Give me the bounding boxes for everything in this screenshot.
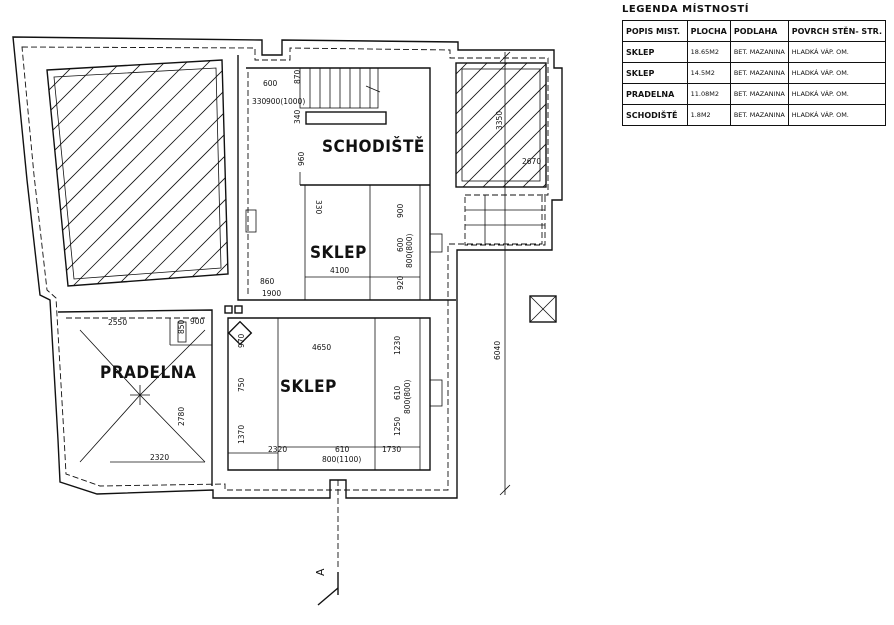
- dimension-label: 970: [237, 333, 246, 348]
- legend-cell-area: 1.8M2: [686, 104, 731, 126]
- dimension-label: 2320: [150, 453, 169, 462]
- dimension-label: 960: [297, 151, 306, 166]
- hatch-line: [47, 60, 129, 286]
- dimension-label: 600: [396, 237, 405, 252]
- dimension-label: 3350: [495, 111, 504, 130]
- hatch-line: [502, 143, 546, 187]
- dimension-label: 6040: [493, 341, 502, 360]
- dimension-label: 610: [393, 385, 402, 400]
- hatch-line: [522, 163, 546, 187]
- hatch-line: [47, 60, 228, 286]
- section-label: A: [314, 568, 327, 576]
- legend-title: LEGENDA MÍSTNOSTÍ: [622, 4, 749, 15]
- dimension-label: 900(1000): [266, 97, 305, 106]
- room-label-schodiste: SCHODIŠTĚ: [322, 135, 425, 157]
- dimension-label: 870: [293, 69, 302, 84]
- dimension-label: 1230: [393, 336, 402, 355]
- hatch-line: [178, 60, 228, 286]
- room-label-pradelna: PRADELNA: [100, 363, 196, 383]
- hatch-line: [456, 63, 488, 95]
- dimension-label: 860: [260, 277, 275, 286]
- dimension-label: 2320: [268, 445, 287, 454]
- hatch-line: [542, 183, 546, 187]
- dimension-label: 1730: [382, 445, 401, 454]
- dimension-label: 610: [335, 445, 350, 454]
- hatch-line: [47, 60, 195, 286]
- legend-row: SCHODIŠTĚ 1.8M2 BET. MAZANINA HLADKÁ VÁP…: [622, 104, 887, 126]
- dimension-label: 4100: [330, 266, 349, 275]
- legend-cell-wall: HLADKÁ VÁP. OM.: [787, 104, 887, 126]
- hatched-void-right: [455, 62, 547, 188]
- dimension-label: 2670: [522, 157, 541, 166]
- hatch-line: [134, 60, 228, 286]
- room-legend: LEGENDA MÍSTNOSTÍ POPIS MIST. PLOCHA POD…: [622, 4, 887, 126]
- cross-box-icon: [529, 295, 557, 323]
- hatch-line: [156, 60, 228, 286]
- hatch-line: [456, 63, 546, 155]
- hatch-line: [112, 60, 228, 286]
- dimension-labels: 600 870 330 900(1000) 340 960 330 900 60…: [108, 69, 541, 464]
- section-line-a: A: [314, 480, 339, 606]
- dimension-label: 800(800): [403, 379, 412, 414]
- dimension-label: 600: [263, 79, 278, 88]
- dimension-label: 1370: [237, 425, 246, 444]
- dimension-label: 2780: [177, 407, 186, 426]
- hatch-line: [482, 123, 546, 187]
- dimension-label: 330: [314, 200, 323, 215]
- dimension-label: 330: [252, 97, 267, 106]
- legend-table: POPIS MIST. PLOCHA PODLAHA POVRCH STĚN- …: [622, 20, 887, 126]
- room-label-sklep-lower: SKLEP: [280, 377, 337, 397]
- dimension-label: 800(800): [405, 233, 414, 268]
- hatched-void-left: [46, 59, 229, 287]
- hatch-line: [456, 63, 528, 135]
- pradelna-hatch: [79, 329, 206, 463]
- dimension-label: 1900: [262, 289, 281, 298]
- room-label-sklep-upper: SKLEP: [310, 243, 367, 263]
- outer-walls: [12, 36, 563, 499]
- dimension-label: 800(1100): [322, 455, 361, 464]
- dimension-label: 2550: [108, 318, 127, 327]
- dimension-label: 920: [396, 275, 405, 290]
- hatch-line: [68, 60, 228, 286]
- dimension-label: 1250: [393, 417, 402, 436]
- dimension-label: 750: [237, 377, 246, 392]
- dimension-label: 850: [177, 319, 186, 334]
- overall-dimension: 6040: [493, 51, 511, 496]
- hatch-line: [47, 60, 151, 286]
- dimension-label: 900: [396, 203, 405, 218]
- dimension-label: 4650: [312, 343, 331, 352]
- hatch-line: [456, 63, 508, 115]
- hatch-line: [47, 60, 217, 286]
- hatch-line: [47, 60, 228, 286]
- hatch-line: [47, 60, 107, 286]
- dimension-label: 900: [190, 317, 205, 326]
- hatch-line: [456, 63, 468, 75]
- legend-row: PRADELNA 11.08M2 BET. MAZANINA HLADKÁ VÁ…: [622, 83, 887, 105]
- hatch-line: [47, 60, 63, 286]
- hatch-line: [90, 60, 228, 286]
- hatch-line: [462, 103, 546, 187]
- dimension-label: 340: [293, 109, 302, 124]
- staircase: [299, 67, 387, 125]
